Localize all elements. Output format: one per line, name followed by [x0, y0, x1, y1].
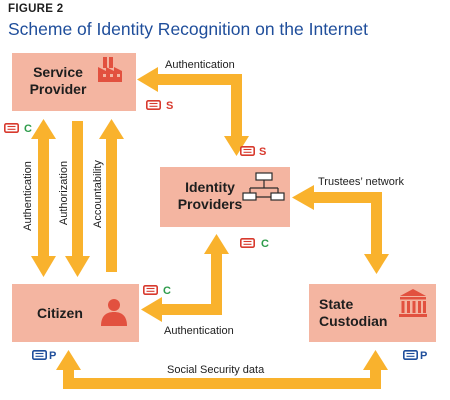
edge-label-authentication-bottom: Authentication: [164, 325, 234, 337]
person-icon: [101, 299, 127, 326]
factory-icon: [98, 57, 122, 82]
id-card-icon: [240, 238, 255, 248]
arrow-authentication-to-service-provider: [137, 67, 249, 156]
arrow-trustees-network: [292, 185, 389, 274]
network-icon: [242, 172, 285, 201]
government-building-icon: [399, 289, 427, 317]
id-card-icon: [4, 123, 20, 133]
figure-label: FIGURE 2: [8, 3, 64, 15]
credential-s-letter: S: [166, 100, 173, 112]
credential-c-citizen: C: [143, 284, 171, 297]
id-card-icon: [143, 284, 158, 296]
arrow-authorization-vertical: [65, 121, 90, 277]
credential-c-left: C: [4, 123, 32, 135]
arrow-authentication-vertical: [31, 119, 56, 277]
id-card-icon: [31, 349, 48, 361]
edge-label-social-security-data: Social Security data: [167, 364, 265, 376]
credential-c-identity-providers: C: [240, 238, 269, 250]
credential-p-state-custodian: P: [402, 349, 427, 362]
arrow-social-security-data: [56, 350, 388, 389]
credential-s-identity-providers: S: [240, 146, 266, 158]
edge-label-vertical-accountability: Accountability: [92, 160, 104, 228]
credential-s-letter: S: [259, 146, 266, 158]
edge-label-vertical-authentication: Authentication: [22, 161, 34, 231]
credential-p-letter: P: [49, 350, 56, 362]
citizen-label: Citizen: [37, 305, 83, 321]
edge-label-authentication-top: Authentication: [165, 59, 235, 71]
id-card-icon: [146, 100, 161, 110]
figure-title: Scheme of Identity Recognition on the In…: [8, 19, 368, 39]
credential-c-letter: C: [24, 123, 32, 135]
arrow-accountability-vertical: [99, 119, 124, 272]
edge-label-vertical-authorization: Authorization: [58, 161, 70, 225]
credential-p-citizen: P: [31, 349, 56, 362]
credential-p-letter: P: [420, 350, 427, 362]
credential-c-letter: C: [163, 285, 171, 297]
arrow-authentication-to-citizen: [141, 234, 229, 322]
credential-c-letter: C: [261, 238, 269, 250]
credential-s-service-provider: S: [146, 100, 173, 112]
edge-label-trustees-network: Trustees’ network: [318, 176, 404, 188]
id-card-icon: [240, 146, 255, 156]
id-card-icon: [402, 349, 419, 361]
